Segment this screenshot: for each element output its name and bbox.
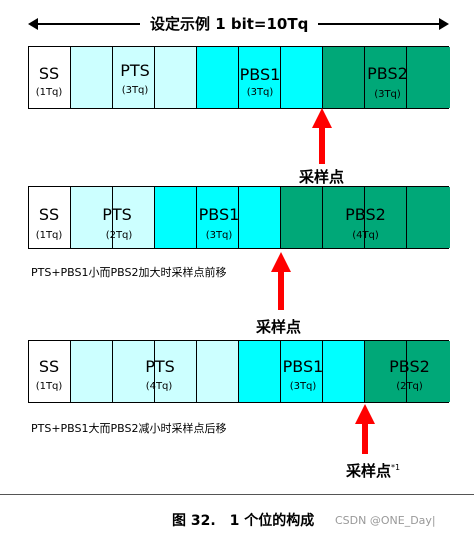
tq-cell-pbs1 (239, 341, 281, 402)
segment-label-pts: PTS (120, 61, 150, 80)
tq-cell-pbs1 (197, 47, 239, 108)
tq-cell-pts (197, 341, 239, 402)
segment-tq-ss: (1Tq) (35, 381, 63, 392)
tq-cell-pbs2 (365, 47, 407, 108)
segment-label-ss: SS (38, 357, 60, 376)
tq-cell-pbs2 (407, 187, 450, 248)
row-note: PTS+PBS1小而PBS2加大时采样点前移 (31, 266, 227, 279)
bit-timing-row-1 (28, 46, 450, 109)
tq-cell-pbs2 (323, 47, 365, 108)
watermark: CSDN @ONE_Day| (335, 514, 436, 527)
tq-cell-pbs2 (365, 341, 407, 402)
segment-label-pbs2: PBS2 (389, 357, 430, 376)
tq-cell-pbs2 (323, 187, 365, 248)
tq-cell-pbs2 (407, 47, 450, 108)
tq-cell-pbs1 (239, 47, 281, 108)
segment-tq-pts: (2Tq) (105, 230, 133, 241)
tq-cell-pbs1 (281, 341, 323, 402)
segment-tq-pbs2: (4Tq) (352, 230, 379, 241)
sample-point-arrow (312, 108, 332, 164)
tq-cell-pts (71, 187, 113, 248)
sample-point-label: 采样点*1 (346, 460, 400, 481)
sample-point-arrow (271, 252, 291, 310)
segment-label-ss: SS (38, 205, 60, 224)
sample-point-footnote: *1 (391, 463, 401, 472)
segment-label-pbs2: PBS2 (345, 205, 386, 224)
dimension-line-right (318, 23, 440, 25)
segment-tq-pbs2: (2Tq) (396, 381, 423, 392)
dimension-arrow-right-head (439, 18, 449, 30)
sample-point-arrow (355, 404, 375, 454)
tq-cell-pts (113, 341, 155, 402)
tq-cell-ss (29, 47, 71, 108)
segment-tq-ss: (1Tq) (35, 230, 63, 241)
tq-cell-pts (113, 187, 155, 248)
segment-label-pbs2: PBS2 (367, 64, 408, 83)
tq-cell-pts (155, 341, 197, 402)
figure-caption: 图 32. 1 个位的构成 (172, 513, 315, 529)
segment-tq-ss: (1Tq) (35, 87, 63, 98)
segment-label-pts: PTS (145, 357, 175, 376)
tq-cell-pbs1 (323, 341, 365, 402)
segment-tq-pts: (4Tq) (145, 381, 173, 392)
segment-tq-pts: (3Tq) (121, 85, 149, 96)
segment-tq-pbs1: (3Tq) (205, 230, 233, 241)
caption-divider (0, 494, 474, 495)
tq-cell-pts (113, 47, 155, 108)
sample-point-text: 采样点 (256, 318, 302, 336)
segment-label-pts: PTS (102, 205, 132, 224)
tq-cell-pbs2 (407, 341, 450, 402)
tq-cell-ss (29, 187, 71, 248)
segment-tq-pbs1: (3Tq) (289, 381, 317, 392)
tq-cell-pbs2 (281, 187, 323, 248)
tq-cell-pbs1 (281, 47, 323, 108)
tq-cell-pts (71, 47, 113, 108)
segment-label-pbs1: PBS1 (198, 205, 240, 224)
segment-label-ss: SS (38, 64, 60, 83)
diagram-title: 设定示例 1 bit=10Tq (150, 15, 309, 33)
segment-tq-pbs2: (3Tq) (374, 89, 401, 100)
sample-point-text: 采样点 (299, 168, 345, 186)
row-note: PTS+PBS1大而PBS2减小时采样点后移 (31, 422, 227, 435)
tq-cell-pbs1 (239, 187, 281, 248)
dimension-arrow-left-head (28, 18, 38, 30)
tq-cell-pbs2 (365, 187, 407, 248)
segment-label-pbs1: PBS1 (282, 357, 324, 376)
tq-cell-pbs1 (197, 187, 239, 248)
dimension-line-left (36, 23, 140, 25)
sample-point-text: 采样点 (346, 462, 392, 480)
tq-cell-pts (71, 341, 113, 402)
sample-point-label: 采样点 (256, 316, 301, 337)
tq-cell-pts (155, 47, 197, 108)
bit-timing-row-3 (28, 340, 450, 403)
segment-label-pbs1: PBS1 (239, 65, 281, 84)
bit-timing-row-2 (28, 186, 450, 249)
segment-tq-pbs1: (3Tq) (246, 87, 274, 98)
tq-cell-ss (29, 341, 71, 402)
tq-cell-pbs1 (155, 187, 197, 248)
sample-point-label: 采样点 (299, 166, 344, 187)
